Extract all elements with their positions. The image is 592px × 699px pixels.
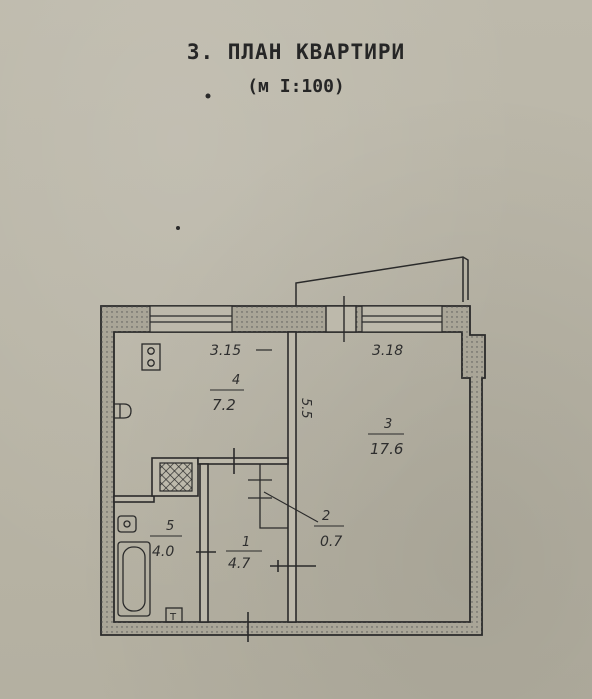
washbasin-icon <box>117 515 137 533</box>
door-marks <box>196 448 316 642</box>
room-3-area: 17.6 <box>370 440 403 458</box>
room-2-number: 2 <box>322 509 330 524</box>
room-4-number: 4 <box>232 373 240 388</box>
room-5-area: 4.0 <box>152 544 174 560</box>
balcony-door <box>325 296 357 342</box>
kitchen-width-label: 3.15 <box>210 343 241 359</box>
ink-dot <box>176 226 180 230</box>
plan-scale: (м I:100) <box>247 76 345 97</box>
sink-icon <box>114 403 132 419</box>
window-kitchen <box>149 305 233 333</box>
outer-walls <box>100 305 486 636</box>
interior-walls <box>113 331 297 623</box>
room-1-area: 4.7 <box>228 556 250 572</box>
room-4-area: 7.2 <box>212 396 236 414</box>
room-width-label: 3.18 <box>372 343 403 359</box>
bathtub-icon <box>117 541 151 617</box>
plan-title: 3. ПЛАН КВАРТИРИ <box>186 40 406 64</box>
room-5-number: 5 <box>166 519 174 534</box>
room-2-area: 0.7 <box>320 534 342 550</box>
room-3-number: 3 <box>384 417 392 432</box>
toilet-symbol: T <box>169 612 177 623</box>
stove-icon <box>141 343 161 371</box>
window-room <box>361 305 443 333</box>
balcony-outline <box>295 256 469 306</box>
ink-dot <box>205 93 211 99</box>
room-length-label: 5.5 <box>298 398 313 419</box>
closet-outline <box>248 464 288 529</box>
toilet-icon <box>165 607 183 623</box>
room-1-number: 1 <box>242 535 250 550</box>
